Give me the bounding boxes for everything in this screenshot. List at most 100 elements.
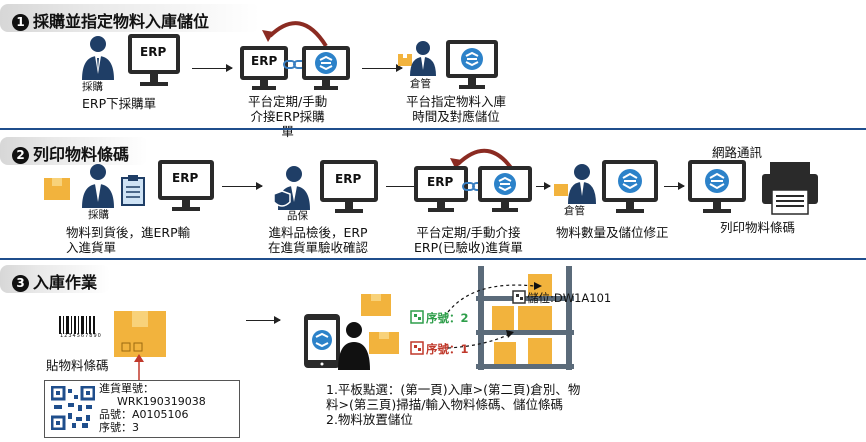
s3-seq2: 序號：2 — [426, 311, 469, 325]
card-line4: 序號：3 — [99, 421, 139, 434]
section-3-title-text: 入庫作業 — [33, 273, 98, 292]
s2-platform-logo-icon-3 — [705, 169, 729, 193]
s1-platform-logo-icon — [315, 52, 337, 74]
s2-erp-label-2: ERP — [335, 172, 362, 186]
s1-role-purchase: 採購 — [82, 81, 103, 93]
s2-role-warehouse: 倉管 — [564, 205, 585, 217]
s2-arrow-3 — [536, 182, 551, 190]
s2-step1-line2: 入進貨單 — [66, 240, 117, 255]
s2-step1-text: 物料到貨後，進ERP輸 入進貨單 — [66, 225, 190, 255]
section-1-number: 1 — [12, 14, 29, 31]
barcode-icon — [59, 316, 95, 334]
s1-step3-text: 平台指定物料入庫 時間及對應儲位 — [406, 94, 506, 124]
section-1-title-text: 採購並指定物料入庫儲位 — [33, 12, 210, 31]
s3-up-arrow — [134, 354, 144, 382]
s3-dashed-arrows — [447, 282, 542, 349]
s2-warehouse-person-icon — [554, 164, 596, 204]
barcode-digits: 1234567890 — [60, 333, 102, 339]
s3-step-line1: 1.平板點選：(第一頁)入庫>(第二頁)倉別、物 — [326, 382, 581, 397]
s2-step2-line1: 進料品檢後，ERP — [268, 225, 368, 240]
s2-erp-label: ERP — [172, 171, 199, 185]
s1-step2-line2: 介接ERP採購 — [250, 109, 325, 124]
s2-step3-line2: ERP(已驗收)進貨單 — [414, 240, 523, 255]
printer-icon — [762, 162, 818, 215]
qr-code-icon — [51, 386, 95, 430]
s3-steps-text: 1.平板點選：(第一頁)入庫>(第二頁)倉別、物 料>(第三頁)掃描/輸入物料條… — [326, 382, 580, 427]
s2-step4-text: 物料數量及儲位修正 — [556, 225, 669, 240]
section-2-title-text: 列印物料條碼 — [33, 145, 130, 164]
s3-arrow — [246, 316, 281, 324]
s2-step3-line1: 平台定期/手動介接 — [416, 225, 521, 240]
s1-platform-logo-icon-2 — [461, 48, 483, 70]
s2-erp-monitor-2: ERP — [320, 160, 378, 214]
s3-qr-small-icon-2 — [410, 341, 424, 355]
s2-qc-person-icon — [273, 166, 310, 210]
material-label-card: 進貨單號： WRK190319038 品號：A0105106 序號：3 — [44, 380, 240, 438]
s2-step5-text: 列印物料條碼 — [720, 220, 796, 235]
tablet-user-icon — [304, 314, 370, 370]
s1-erp-label-2: ERP — [251, 54, 278, 68]
divider-1 — [0, 128, 866, 130]
s1-sync-arc-icon — [262, 21, 328, 48]
s3-box-upper-icon — [361, 294, 391, 316]
s1-arrow-1 — [192, 64, 233, 72]
s2-box-icon — [44, 178, 70, 200]
s3-box-icon — [114, 311, 166, 357]
card-line1: 進貨單號： — [99, 382, 154, 395]
s1-warehouse-person-icon — [398, 41, 436, 76]
s1-step2-line1: 平台定期/手動 — [248, 94, 328, 109]
section-3-number: 3 — [12, 275, 29, 292]
s2-platform-monitor-3 — [688, 160, 746, 214]
divider-2 — [0, 258, 866, 260]
s2-network-text: 網路通訊 — [712, 145, 763, 160]
s2-platform-monitor-2 — [602, 160, 658, 214]
s2-erp-label-3: ERP — [427, 175, 454, 189]
shelf-qr-icon — [512, 290, 526, 304]
s1-step2-line3: 單 — [281, 124, 294, 139]
s2-sync-arc-icon — [450, 148, 516, 174]
s2-step1-line1: 物料到貨後，進ERP輸 — [66, 225, 191, 240]
s2-role-qc: 品保 — [287, 210, 308, 222]
card-text: 進貨單號： WRK190319038 品號：A0105106 序號：3 — [99, 382, 206, 434]
s3-seq1: 序號：1 — [426, 342, 469, 356]
s3-slot-label: 儲位:DW1A101 — [527, 291, 612, 305]
s1-step2-text: 平台定期/手動 介接ERP採購 單 — [248, 94, 327, 139]
clipboard-icon — [121, 175, 145, 206]
s2-platform-logo-icon-2 — [618, 169, 642, 193]
card-line2: WRK190319038 — [117, 395, 206, 408]
s1-platform-monitor-2 — [446, 40, 498, 90]
s1-step3-line1: 平台指定物料入庫 — [406, 94, 507, 109]
s1-platform-monitor — [302, 46, 350, 90]
s1-erp-monitor-2: ERP — [240, 46, 288, 90]
s3-qr-small-icon-1 — [410, 310, 424, 324]
s2-step3-text: 平台定期/手動介接 ERP(已驗收)進貨單 — [414, 225, 523, 255]
s1-arrow-2 — [362, 64, 403, 72]
section-2-number: 2 — [12, 147, 29, 164]
s1-erp-monitor: ERP — [128, 34, 180, 88]
s2-step2-text: 進料品檢後，ERP 在進貨單驗收確認 — [268, 225, 368, 255]
s2-step2-line2: 在進貨單驗收確認 — [268, 240, 369, 255]
s1-step3-line2: 時間及對應儲位 — [412, 109, 500, 124]
s3-step-line3: 2.物料放置儲位 — [326, 412, 413, 427]
s3-box-lower-icon — [369, 332, 399, 354]
s2-platform-monitor — [478, 166, 532, 214]
s1-erp-label: ERP — [140, 45, 167, 59]
s2-purchaser-person-icon — [82, 164, 114, 208]
s2-erp-monitor: ERP — [158, 160, 214, 212]
s2-platform-logo-icon — [494, 173, 516, 195]
s3-step-line2: 料>(第三頁)掃描/輸入物料條碼、儲位條碼 — [326, 397, 563, 412]
s1-step1-text: ERP下採購單 — [82, 96, 157, 111]
s3-paste-label: 貼物料條碼 — [46, 358, 109, 373]
s2-arrow-4 — [664, 182, 685, 190]
s2-role-purchase: 採購 — [88, 209, 109, 221]
card-line3: 品號：A0105106 — [99, 408, 189, 421]
purchaser-person-icon — [82, 36, 114, 80]
s2-erp-monitor-3: ERP — [414, 166, 468, 214]
s2-arrow-1 — [222, 182, 263, 190]
